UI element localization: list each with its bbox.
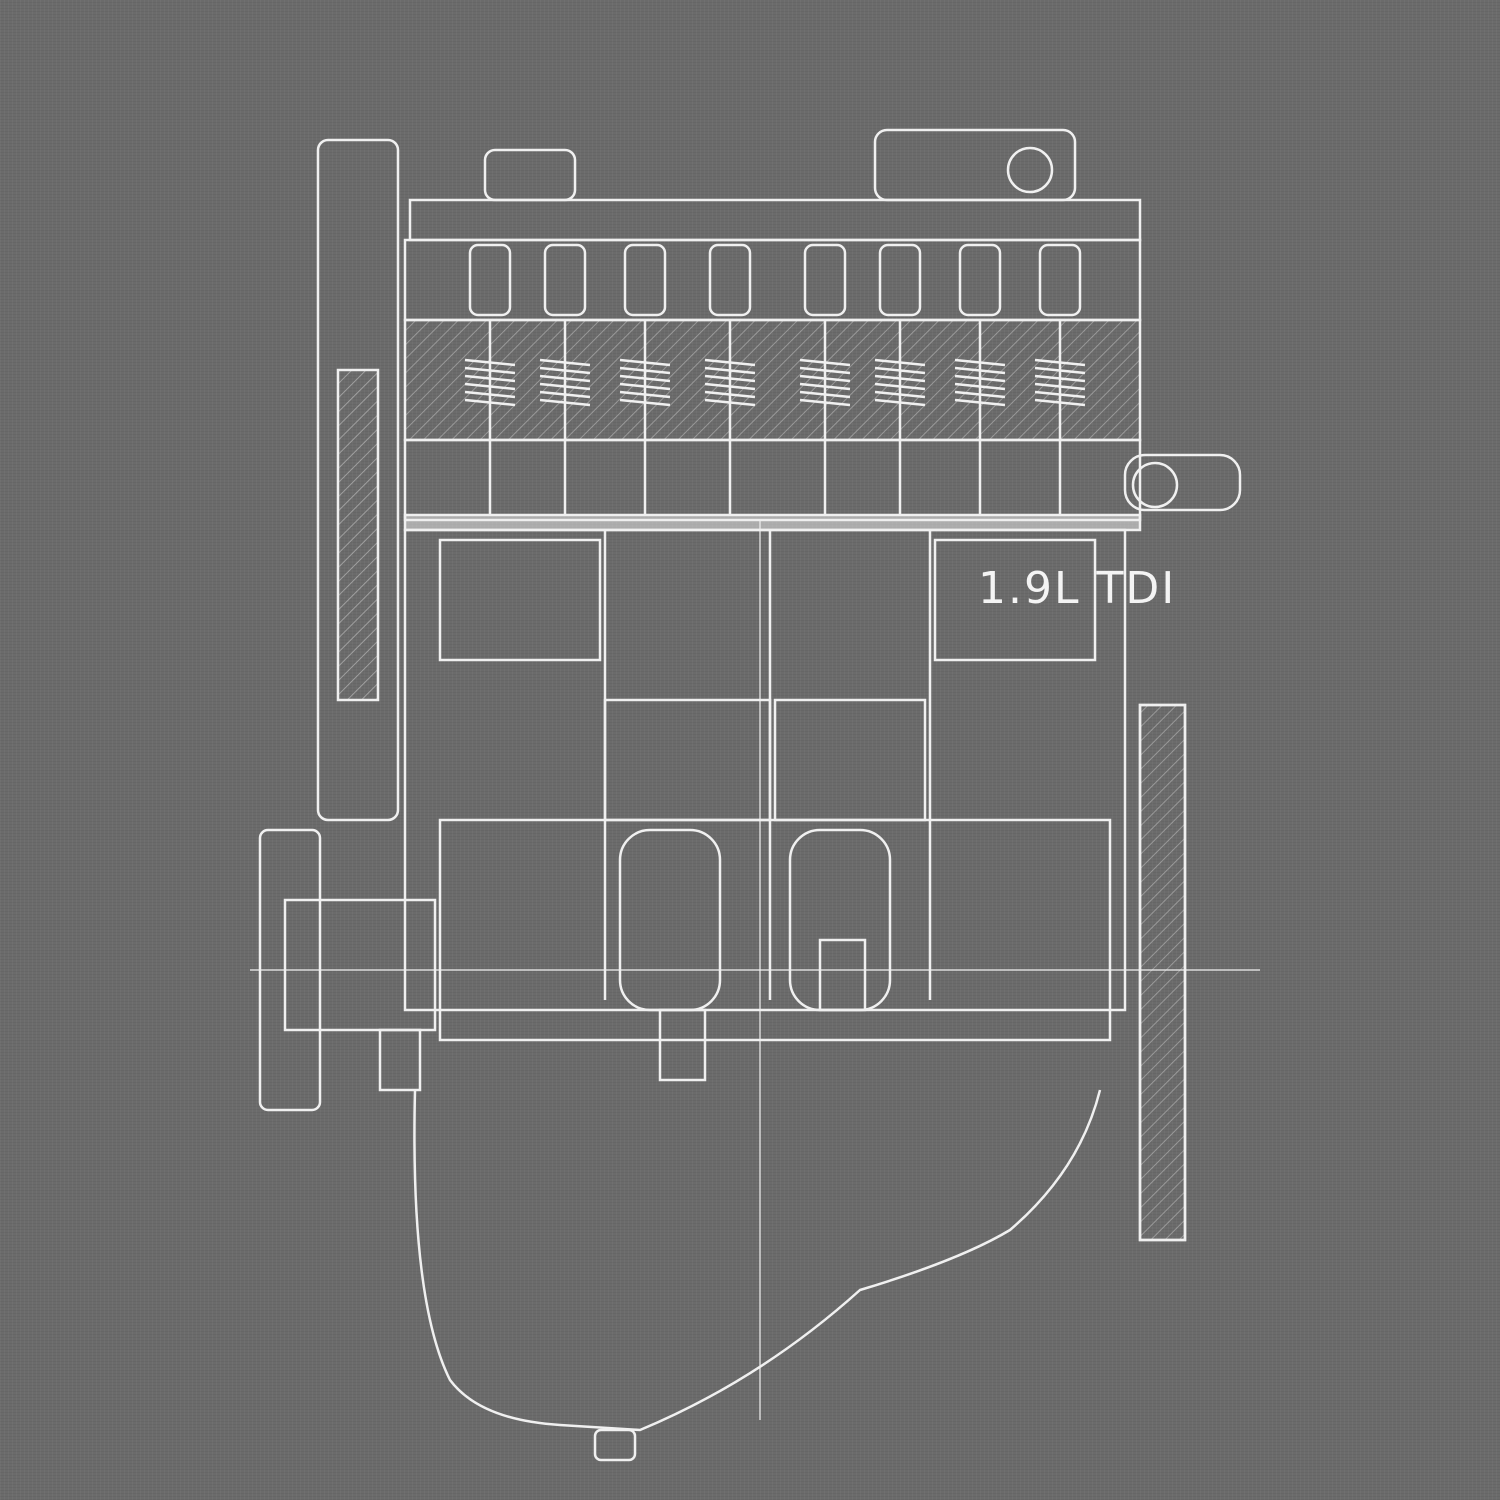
valve-springs [464, 320, 1086, 515]
camshaft-lobes [468, 243, 1082, 317]
crank-pulley [258, 828, 437, 1112]
cam-lobe [803, 243, 847, 317]
flywheel [1138, 703, 1187, 1242]
oil-pan [413, 1089, 1102, 1432]
cam-lobe [958, 243, 1002, 317]
crankshaft [438, 818, 1112, 1082]
cam-lobe [878, 243, 922, 317]
engine-caption: 1.9L TDI [978, 563, 1177, 614]
cam-lobe [468, 243, 512, 317]
cam-lobe [1038, 243, 1082, 317]
engine-block [403, 528, 1127, 1012]
cylinder-head [403, 128, 1142, 532]
cam-lobe [623, 243, 667, 317]
timing-belt [316, 138, 400, 822]
cam-lobe [708, 243, 752, 317]
centerlines [250, 520, 1260, 1420]
cam-lobe [543, 243, 587, 317]
